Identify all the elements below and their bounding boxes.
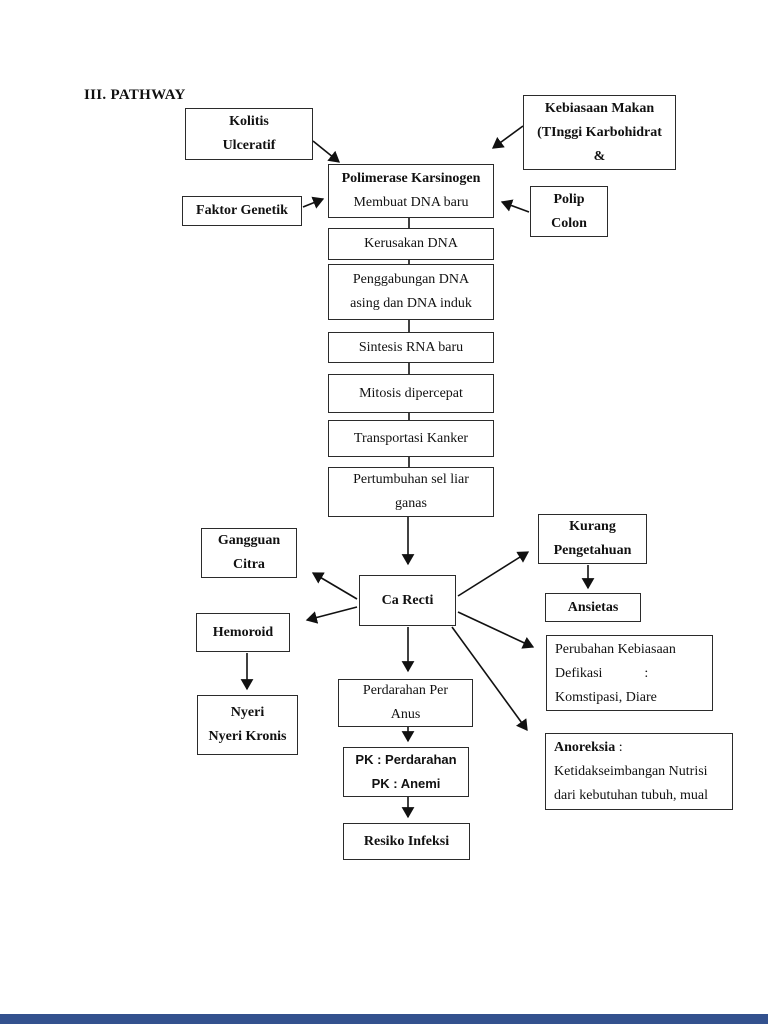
node-label: Penggabungan DNA [352,272,470,287]
node-label: Hemoroid [212,624,274,640]
node-polimerase-karsinogen: Polimerase Karsinogen Membuat DNA baru [328,164,494,218]
page-title: III. PATHWAY [84,87,186,103]
node-label: Anus [390,707,421,722]
node-label: Faktor Genetik [196,203,288,218]
node-penggabungan-dna: Penggabungan DNA asing dan DNA induk [328,264,494,320]
node-label: Gangguan [217,533,281,548]
node-perdarahan-per-anus: Perdarahan Per Anus [338,679,473,727]
node-label: Nyeri Kronis [208,729,287,744]
node-sintesis-rna: Sintesis RNA baru [328,332,494,363]
node-pk-perdarahan-anemi: PK : Perdarahan PK : Anemi [343,747,469,797]
node-label: Defikasi : [555,666,649,681]
node-label: Kolitis [229,114,269,129]
node-label: Ansietas [567,599,619,615]
node-ansietas: Ansietas [545,593,641,622]
node-polip-colon: Polip Colon [530,186,608,237]
node-perubahan-kebiasaan-defikasi: Perubahan Kebiasaan Defikasi : Komstipas… [546,635,713,711]
node-label: Resiko Infeksi [363,833,450,849]
node-label: asing dan DNA induk [350,296,472,311]
node-label-suffix: : [615,740,623,755]
node-label: Perdarahan Per [362,683,449,698]
node-label: Ulceratif [222,138,276,153]
node-label: Komstipasi, Diare [555,690,657,705]
node-label: Kerusakan DNA [364,236,458,251]
node-anoreksia-nutrisi: Anoreksia : Ketidakseimbangan Nutrisi da… [545,733,733,810]
node-label: Pertumbuhan sel liar [353,472,469,487]
node-hemoroid: Hemoroid [196,613,290,652]
node-label: ganas [395,496,427,511]
node-label: Polimerase Karsinogen [341,171,481,186]
node-kurang-pengetahuan: Kurang Pengetahuan [538,514,647,564]
node-label: Transportasi Kanker [353,430,469,446]
node-gangguan-citra: Gangguan Citra [201,528,297,578]
node-label: PK : Anemi [371,776,441,791]
node-resiko-infeksi: Resiko Infeksi [343,823,470,860]
node-label: Kurang [569,519,616,534]
node-label: Anoreksia : [554,736,623,760]
node-label: & [593,148,606,164]
node-transportasi-kanker: Transportasi Kanker [328,420,494,457]
node-label: (TInggi Karbohidrat [537,124,662,140]
node-label: Membuat DNA baru [353,195,469,210]
node-pertumbuhan-sel-liar: Pertumbuhan sel liar ganas [328,467,494,517]
node-label: PK : Perdarahan [355,752,457,767]
node-kolitis-ulceratif: Kolitis Ulceratif [185,108,313,160]
node-nyeri-kronis: Nyeri Nyeri Kronis [197,695,298,755]
page-footer-bar [0,1014,768,1024]
node-label: Ca Recti [381,592,434,608]
node-mitosis-dipercepat: Mitosis dipercepat [328,374,494,413]
node-label: Sintesis RNA baru [358,339,464,355]
node-label: Perubahan Kebiasaan [555,642,676,657]
node-label: Mitosis dipercepat [359,385,463,401]
node-label: Colon [551,215,587,231]
node-label: dari kebutuhan tubuh, mual [554,788,708,803]
node-faktor-genetik: Faktor Genetik [182,196,302,226]
node-label: Polip [553,191,585,207]
node-label: Citra [233,557,265,572]
node-label: Pengetahuan [553,543,632,558]
node-label: Kebiasaan Makan [544,100,655,116]
node-kebiasaan-makan: Kebiasaan Makan (TInggi Karbohidrat & [523,95,676,170]
node-label-emphasis: Anoreksia [554,740,616,755]
node-label: Nyeri [230,705,265,720]
node-kerusakan-dna: Kerusakan DNA [328,228,494,260]
node-label: Ketidakseimbangan Nutrisi [554,764,708,779]
node-ca-recti: Ca Recti [359,575,456,626]
